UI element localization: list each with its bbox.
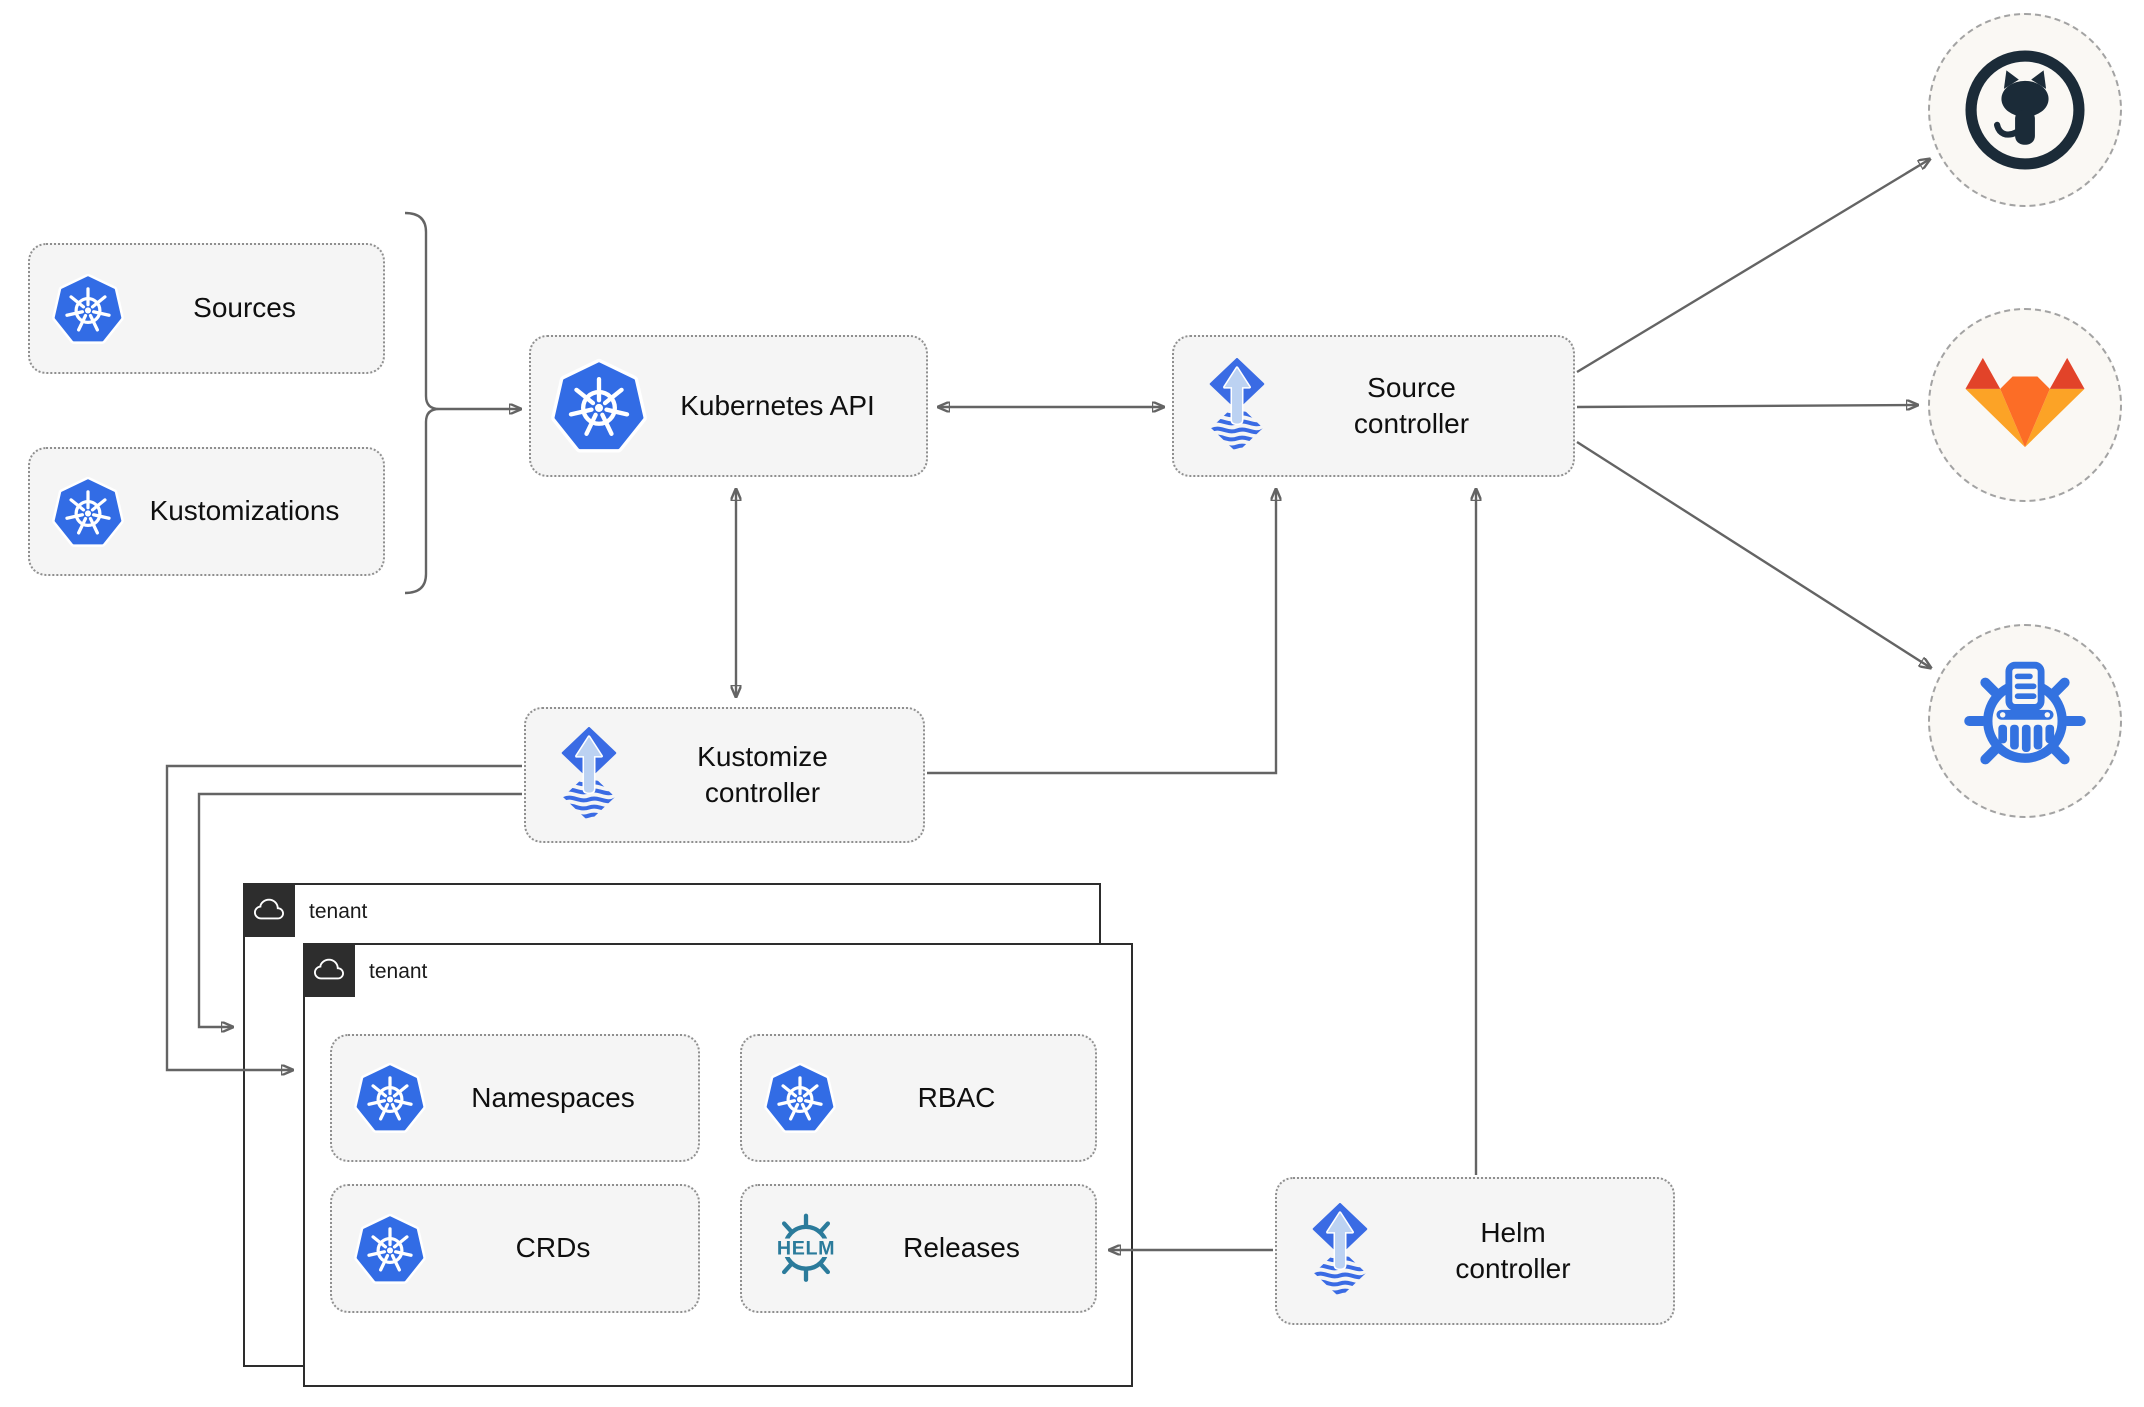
cloud-icon (252, 895, 286, 925)
kubernetes-icon (52, 273, 124, 345)
endpoint-chartmuseum (1928, 624, 2122, 818)
tenant-group-front: tenant (303, 943, 1133, 1387)
node-label: Source controller (1353, 371, 1470, 439)
tenant-tab (243, 883, 295, 937)
node-kubernetes-api: Kubernetes API (529, 335, 928, 477)
helm-wordmark: HELM (777, 1237, 835, 1259)
kubernetes-icon (764, 1062, 836, 1134)
kubernetes-icon (551, 358, 647, 454)
node-kustomizations: Kustomizations (28, 447, 385, 576)
node-kustomize-controller: Kustomize controller (524, 707, 925, 843)
helm-icon: HELM (768, 1213, 844, 1282)
gitlab-icon (1965, 357, 2085, 448)
node-label: Namespaces (471, 1081, 635, 1113)
flux-icon (558, 727, 620, 823)
edge-kustomize-to-source (927, 489, 1276, 775)
node-label: Kustomizations (149, 495, 340, 527)
node-namespaces: Namespaces (330, 1034, 700, 1162)
node-sources: Sources (28, 243, 385, 374)
node-label: Kustomize controller (697, 740, 828, 808)
node-crds: CRDs (330, 1184, 700, 1313)
node-rbac: RBAC (740, 1034, 1097, 1162)
node-releases: HELM Releases (740, 1184, 1097, 1313)
kubernetes-icon (52, 476, 124, 548)
github-icon (1965, 50, 2085, 170)
edge-source-to-github (1576, 159, 1930, 374)
kubernetes-icon (354, 1213, 426, 1285)
flux-icon (1309, 1203, 1371, 1299)
node-source-controller: Source controller (1172, 335, 1575, 477)
brace-sources-kustomizations (404, 211, 440, 595)
tenant-tab (303, 943, 355, 997)
flux-icon (1206, 358, 1268, 454)
node-label: Sources (193, 292, 296, 324)
node-label: Releases (903, 1232, 1020, 1264)
endpoint-github (1928, 13, 2122, 207)
cloud-icon (312, 955, 346, 985)
node-label: Helm controller (1455, 1216, 1571, 1284)
edge-source-to-chartmuseum (1576, 440, 1931, 668)
endpoint-gitlab (1928, 308, 2122, 502)
node-label: CRDs (515, 1232, 591, 1264)
node-label: Kubernetes API (680, 389, 875, 421)
tenant-label: tenant (309, 900, 368, 923)
edge-source-to-gitlab (1576, 405, 1918, 407)
node-label: RBAC (917, 1081, 996, 1113)
chartmuseum-icon (1964, 661, 2086, 765)
node-helm-controller: Helm controller (1275, 1177, 1675, 1325)
kubernetes-icon (354, 1062, 426, 1134)
tenant-label: tenant (369, 960, 428, 983)
